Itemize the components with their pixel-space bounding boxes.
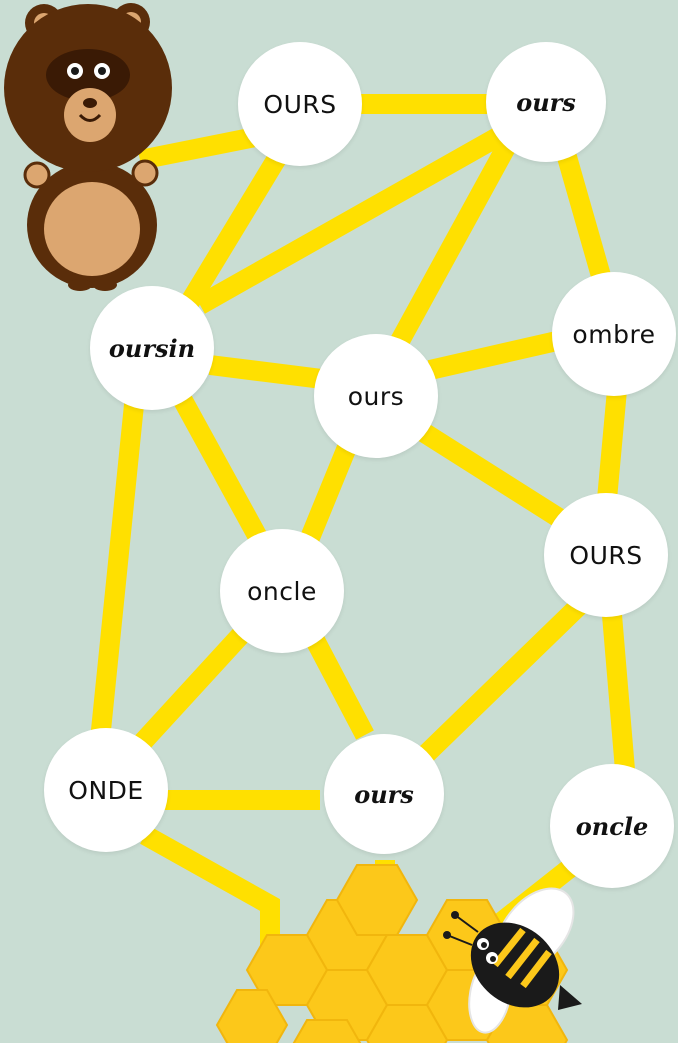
word-label: oncle: [575, 811, 649, 841]
word-node-9[interactable]: ours: [324, 734, 444, 854]
path-n3-n7[interactable]: [171, 390, 274, 555]
word-node-4[interactable]: ombre: [552, 272, 676, 396]
word-node-2[interactable]: ours: [486, 42, 606, 162]
path-n2-n3[interactable]: [195, 121, 515, 314]
path-n2-n4[interactable]: [555, 147, 615, 293]
word-node-7[interactable]: oncle: [220, 529, 344, 653]
word-node-5[interactable]: ours: [314, 334, 438, 458]
word-label: oursin: [108, 333, 196, 363]
path-n6-n10[interactable]: [602, 614, 635, 771]
path-n6-n9[interactable]: [413, 592, 592, 768]
word-node-10[interactable]: oncle: [550, 764, 674, 888]
word-label: ONDE: [68, 775, 144, 805]
path-n5-n6[interactable]: [414, 421, 576, 534]
bear-icon: [4, 3, 172, 291]
path-n3-n5[interactable]: [208, 355, 332, 390]
word-node-3[interactable]: oursin: [90, 286, 214, 410]
path-n7-n8[interactable]: [132, 618, 258, 752]
maze-paths: [90, 94, 635, 990]
path-n5-n7[interactable]: [295, 436, 360, 554]
word-label: OURS: [569, 540, 643, 570]
path-n4-n6[interactable]: [596, 389, 627, 511]
word-node-6[interactable]: OURS: [544, 493, 668, 617]
word-label: ours: [354, 779, 414, 809]
path-n5-n4[interactable]: [427, 328, 573, 380]
path-n1-n3[interactable]: [176, 144, 291, 316]
word-label: ours: [347, 381, 405, 411]
word-node-8[interactable]: ONDE: [44, 728, 168, 852]
word-label: ombre: [572, 319, 656, 349]
bee-icon: [443, 887, 582, 1034]
path-n2-n5[interactable]: [386, 135, 519, 355]
word-label: ours: [516, 87, 576, 117]
word-label: oncle: [247, 576, 317, 606]
path-n3-n8[interactable]: [90, 393, 145, 742]
path-n7-n9[interactable]: [306, 635, 374, 740]
word-node-1[interactable]: OURS: [238, 42, 362, 166]
word-label: OURS: [263, 89, 337, 119]
